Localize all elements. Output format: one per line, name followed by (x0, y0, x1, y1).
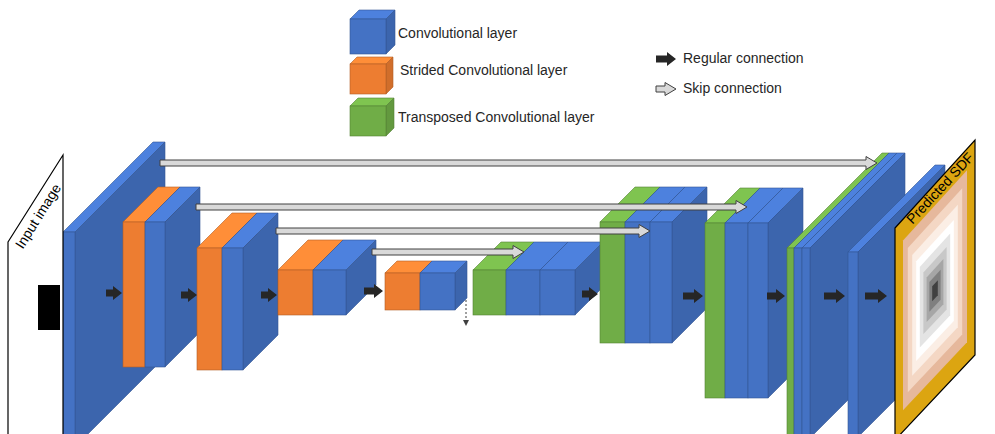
input-shape (38, 285, 60, 330)
cube-side (75, 142, 165, 434)
regular-connection-arrow (181, 288, 197, 302)
legend-label: Strided Convolutional layer (400, 62, 567, 78)
conv-layer (540, 242, 603, 315)
cube-side (165, 187, 200, 367)
regular-connection-arrow (582, 287, 598, 301)
cube-front (123, 222, 145, 367)
conv-layer (222, 213, 278, 370)
legend-swatch (350, 10, 395, 54)
cube-front (278, 270, 313, 315)
regular-connection-arrow (364, 284, 383, 298)
sdf-contour (932, 280, 938, 301)
cube-front (625, 222, 650, 343)
predicted-sdf-panel: Predicted SDF (893, 136, 979, 434)
legend-arrow-sample (656, 83, 676, 96)
input-image-panel: Input image (8, 150, 68, 434)
cube-front (350, 64, 386, 94)
legend-swatch (350, 98, 394, 136)
cube-front (145, 222, 165, 367)
sdf-contour (920, 233, 950, 347)
conv-layer (420, 261, 467, 310)
conv-layer (63, 142, 165, 434)
sdf-contour (923, 247, 946, 334)
cube-front (420, 273, 455, 310)
legend-arrow-sample (656, 52, 676, 66)
skip-connection-arrow (160, 157, 877, 170)
skip-connection-arrow (276, 225, 650, 238)
cube-front (222, 248, 243, 370)
cube-side (386, 10, 395, 54)
dotted-arrow-head (463, 320, 469, 326)
network-blocks (63, 142, 945, 434)
legend-label: Transposed Convolutional layer (398, 109, 594, 125)
cube-side (386, 98, 394, 136)
cube-front (600, 222, 625, 343)
cube-side (455, 261, 467, 310)
cube-front (748, 223, 768, 398)
regular-connection-arrow (767, 289, 785, 303)
cube-front (385, 273, 420, 310)
cube-front (794, 248, 802, 434)
regular-connection-arrow (865, 289, 887, 303)
cube-front (473, 270, 506, 315)
skip-connection-arrow (372, 246, 524, 259)
conv-layer (145, 187, 200, 367)
sdf-contour (929, 270, 940, 312)
cube-side (386, 57, 393, 94)
cube-front (725, 223, 748, 398)
conv-layer (313, 240, 376, 315)
regular-connection-arrow (824, 289, 845, 303)
connection-arrows (106, 157, 887, 327)
legend (350, 10, 676, 136)
regular-connection-arrow (261, 288, 277, 302)
cube-side (575, 242, 603, 315)
cube-side (243, 213, 278, 370)
cube-front (650, 222, 672, 343)
sdf-contour (927, 259, 944, 322)
cube-front (350, 19, 386, 54)
cube-front (802, 248, 810, 434)
cube-front (350, 106, 386, 136)
regular-connection-arrow (106, 286, 122, 300)
cube-front (848, 252, 858, 434)
cube-front (63, 232, 75, 434)
cube-front (313, 270, 346, 315)
cube-front (540, 270, 575, 315)
legend-swatch (350, 57, 393, 94)
cube-front (705, 223, 725, 398)
cube-front (197, 248, 222, 370)
cube-top (350, 57, 393, 64)
cube-front (787, 248, 794, 434)
legend-label: Skip connection (683, 80, 782, 96)
cube-front (506, 270, 540, 315)
regular-connection-arrow (683, 289, 703, 303)
legend-label: Regular connection (683, 50, 804, 66)
sdf-contour (916, 220, 954, 361)
dotted-arrow (466, 300, 467, 321)
skip-connection-arrow (196, 201, 747, 214)
sdf-contour (912, 205, 958, 376)
legend-label: Convolutional layer (398, 25, 517, 41)
